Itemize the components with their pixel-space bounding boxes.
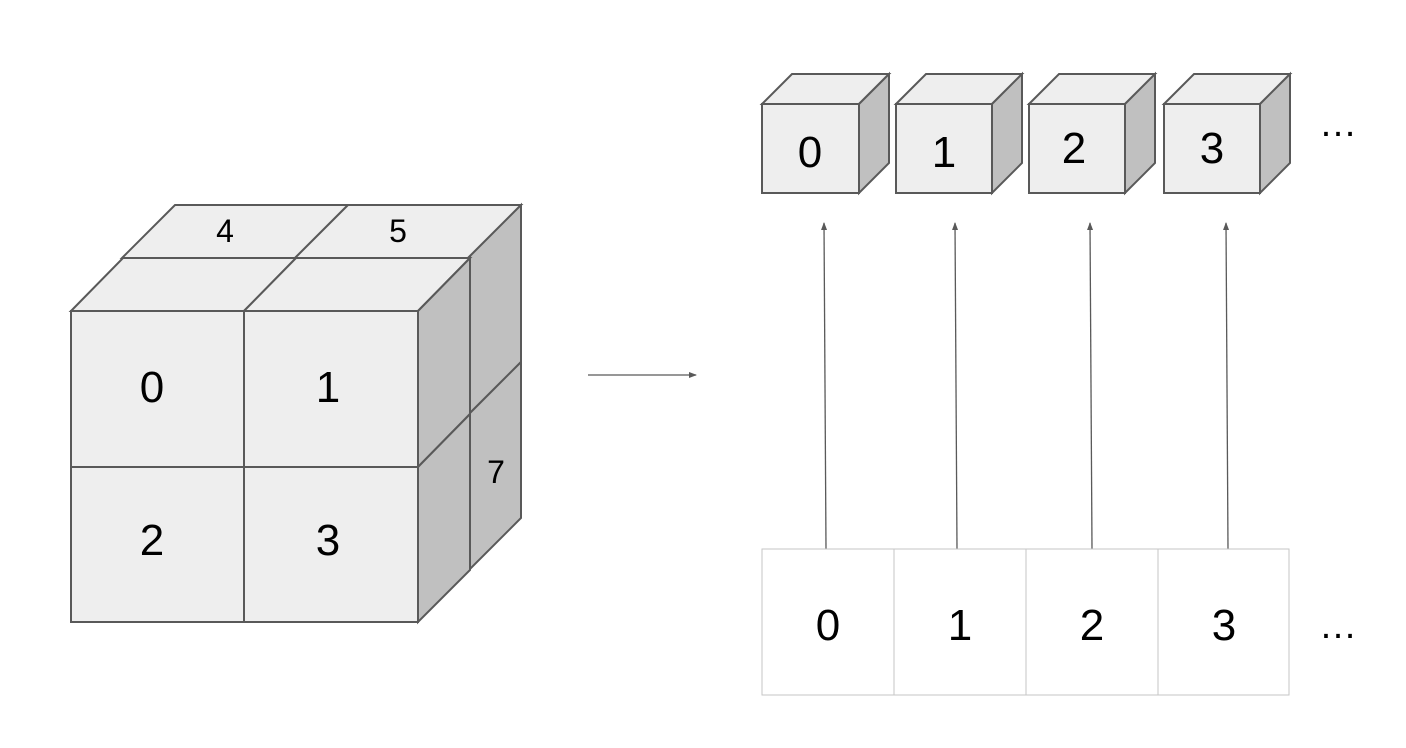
cube-block-1-front <box>243 310 419 468</box>
mapping-arrow-1 <box>952 222 959 550</box>
output-cube-2: 2 <box>1026 71 1158 196</box>
array-cell-3 <box>1157 548 1290 696</box>
cube-block-3-front <box>243 466 419 623</box>
output-cube-label-1: 1 <box>932 128 956 177</box>
array-cell-label-0: 0 <box>816 601 840 650</box>
output-ellipsis: … <box>1319 103 1357 145</box>
cube-2x2x2: 0 1 2 3 4 5 7 <box>68 202 524 625</box>
mapping-arrow-2 <box>1087 222 1094 550</box>
cube-label-3: 3 <box>316 516 340 565</box>
cube-label-0: 0 <box>140 363 164 412</box>
mapping-arrows <box>821 222 1230 550</box>
array-cell-label-2: 2 <box>1080 601 1104 650</box>
mapping-arrow-0 <box>821 222 828 550</box>
cube-label-7: 7 <box>487 454 505 490</box>
cube-label-1: 1 <box>316 363 340 412</box>
cube-label-5: 5 <box>389 213 407 249</box>
output-cube-1: 1 <box>893 71 1025 196</box>
output-cube-label-2: 2 <box>1062 124 1086 173</box>
array-cell-label-3: 3 <box>1212 601 1236 650</box>
cube-label-4: 4 <box>216 213 234 249</box>
cube-block-0-front <box>70 310 245 468</box>
output-cube-label-0: 0 <box>798 128 822 177</box>
array-cell-0 <box>761 548 895 696</box>
output-cubes: 0 1 2 3 … <box>759 71 1357 196</box>
array-ellipsis: … <box>1319 605 1357 647</box>
array-cell-label-1: 1 <box>948 601 972 650</box>
output-cube-0: 0 <box>759 71 892 196</box>
mapping-arrow-3 <box>1223 222 1230 550</box>
cube-label-2: 2 <box>140 516 164 565</box>
linear-array: 0 1 2 3 … <box>761 548 1357 696</box>
array-cell-2 <box>1025 548 1159 696</box>
output-cube-label-3: 3 <box>1200 124 1224 173</box>
array-cell-1 <box>893 548 1027 696</box>
output-cube-3: 3 <box>1161 71 1293 196</box>
